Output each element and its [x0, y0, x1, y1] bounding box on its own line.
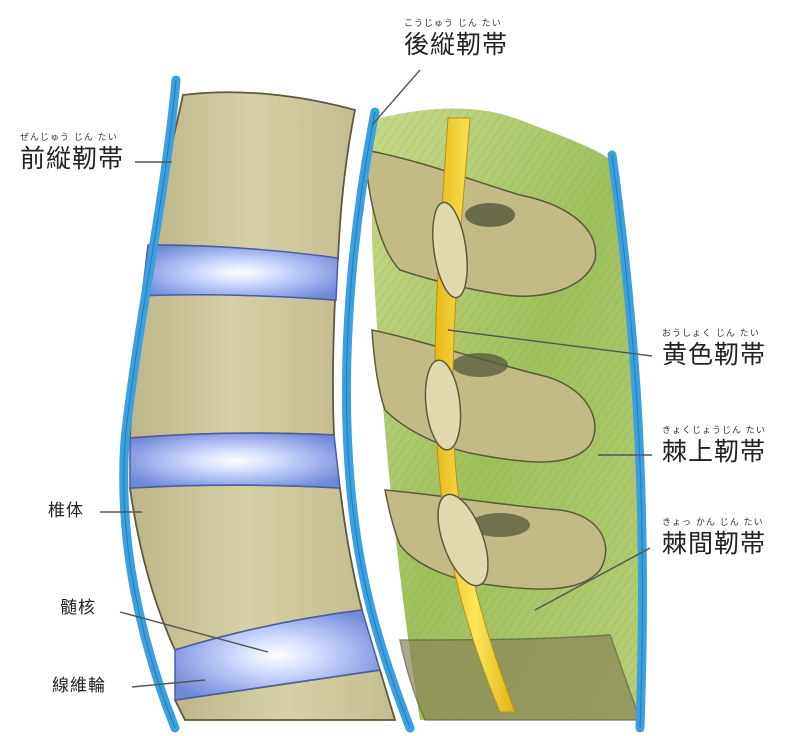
- text-supraspinous-ligament: 棘上靭帯: [662, 437, 767, 466]
- label-supraspinous-ligament: きょくじょうじん たい 棘上靭帯: [662, 425, 766, 467]
- text-ligamentum-flavum: 黄色靭帯: [662, 340, 767, 369]
- articular-processes: [424, 201, 489, 587]
- text-anterior-longitudinal-ligament: 前縦靭帯: [20, 144, 125, 173]
- text-nucleus-pulposus: 髄核: [60, 598, 96, 618]
- intervertebral-discs: [129, 244, 381, 701]
- label-interspinous-ligament: きょっ かん じん たい 棘間靭帯: [662, 517, 766, 559]
- label-nucleus-pulposus: 髄核: [60, 597, 96, 619]
- label-posterior-longitudinal-ligament: こうじゅう じん たい 後縦靭帯: [404, 18, 508, 60]
- text-annulus-fibrosus: 線維輪: [52, 676, 106, 696]
- text-interspinous-ligament: 棘間靭帯: [662, 529, 767, 558]
- text-posterior-longitudinal-ligament: 後縦靭帯: [404, 30, 509, 59]
- ruby-anterior-longitudinal-ligament: ぜんじゅう じん たい: [20, 133, 118, 143]
- ruby-supraspinous-ligament: きょくじょうじん たい: [662, 426, 766, 436]
- leader-lines: [100, 69, 653, 688]
- ruby-ligamentum-flavum: おうしょく じん たい: [662, 329, 760, 339]
- text-vertebral-body: 椎体: [48, 501, 84, 521]
- ruby-interspinous-ligament: きょっ かん じん たい: [662, 518, 764, 528]
- label-annulus-fibrosus: 線維輪: [52, 675, 106, 697]
- label-vertebral-body: 椎体: [48, 500, 84, 522]
- ruby-posterior-longitudinal-ligament: こうじゅう じん たい: [404, 19, 502, 29]
- label-ligamentum-flavum: おうしょく じん たい 黄色靭帯: [662, 328, 766, 370]
- label-anterior-longitudinal-ligament: ぜんじゅう じん たい 前縦靭帯: [20, 132, 124, 174]
